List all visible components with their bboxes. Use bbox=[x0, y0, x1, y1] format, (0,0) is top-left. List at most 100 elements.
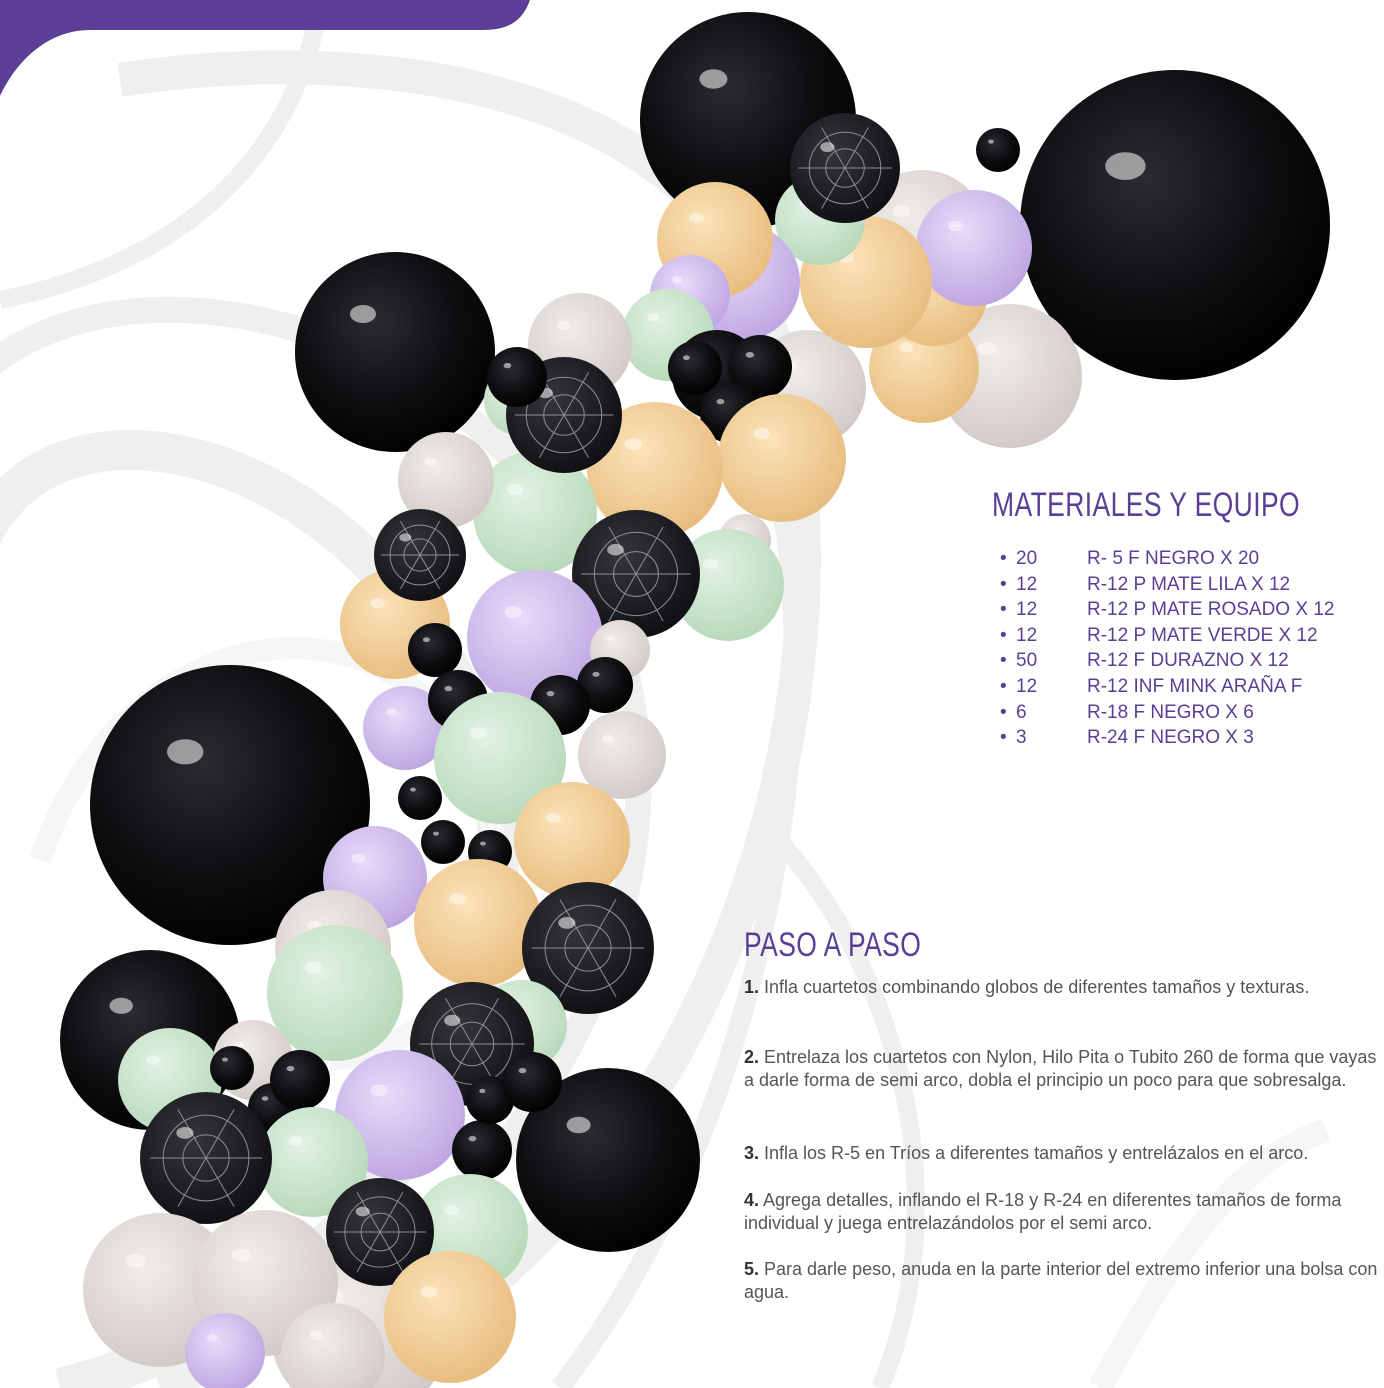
balloon-highlight bbox=[410, 787, 416, 792]
balloon-lilac bbox=[916, 190, 1032, 306]
material-name: R- 5 F NEGRO X 20 bbox=[1087, 548, 1260, 569]
balloon-highlight bbox=[947, 220, 963, 232]
balloon-grey bbox=[578, 711, 666, 799]
balloon-highlight bbox=[518, 1067, 527, 1074]
step-number: 1. bbox=[744, 977, 760, 997]
material-qty: 50 bbox=[1016, 650, 1038, 672]
balloon-highlight bbox=[504, 606, 522, 619]
balloon-black bbox=[466, 1076, 514, 1124]
balloon-black bbox=[577, 657, 633, 713]
balloon-mint bbox=[258, 1107, 368, 1217]
balloon-highlight bbox=[386, 708, 398, 716]
balloon-highlight bbox=[146, 1055, 161, 1065]
balloon-lilac bbox=[335, 1050, 465, 1180]
material-qty: 20 bbox=[1016, 548, 1038, 569]
balloon-peach bbox=[718, 394, 846, 522]
bullet-icon: • bbox=[1000, 573, 1007, 595]
balloon-highlight bbox=[433, 831, 439, 836]
step-number: 5. bbox=[744, 1259, 760, 1279]
balloon-garland-photo bbox=[60, 12, 1330, 1388]
balloon-highlight bbox=[607, 543, 624, 556]
material-name: R-12 P MATE LILA X 12 bbox=[1087, 573, 1291, 595]
balloon-highlight bbox=[682, 355, 690, 361]
balloon-highlight bbox=[470, 727, 488, 739]
balloon-lilac bbox=[185, 1313, 265, 1388]
material-qty: 12 bbox=[1016, 599, 1038, 621]
balloon-highlight bbox=[420, 1286, 438, 1298]
bullet-icon: • bbox=[1000, 624, 1007, 646]
balloon-mint bbox=[473, 451, 597, 575]
materials-list: • 20 R- 5 F NEGRO X 20 • 12 R-12 P MATE LILA … bbox=[1000, 546, 1334, 751]
balloon-grey bbox=[938, 304, 1082, 448]
balloon-highlight bbox=[699, 69, 728, 89]
step-number: 4. bbox=[744, 1190, 760, 1210]
balloon-black bbox=[502, 1052, 562, 1112]
material-qty: 3 bbox=[1016, 727, 1027, 749]
balloon-highlight bbox=[304, 961, 323, 974]
balloon-highlight bbox=[424, 457, 437, 467]
balloon-highlight bbox=[556, 320, 571, 330]
balloon-highlight bbox=[286, 1065, 295, 1072]
balloon-highlight bbox=[479, 1088, 486, 1094]
balloon-highlight bbox=[109, 997, 133, 1014]
material-qty: 12 bbox=[1016, 624, 1038, 646]
balloon-highlight bbox=[399, 533, 412, 542]
balloon-highlight bbox=[167, 739, 204, 765]
bullet-icon: • bbox=[1000, 650, 1007, 672]
balloon-highlight bbox=[125, 1253, 146, 1268]
bullet-icon: • bbox=[1000, 675, 1007, 697]
balloon-black bbox=[487, 347, 547, 407]
balloon-black bbox=[1020, 70, 1330, 380]
balloon-highlight bbox=[355, 1206, 370, 1217]
balloon-highlight bbox=[288, 1136, 303, 1147]
balloon-highlight bbox=[449, 892, 466, 905]
balloon-highlight bbox=[370, 1084, 388, 1097]
balloon-black bbox=[516, 1068, 700, 1252]
balloon-black bbox=[398, 776, 442, 820]
balloon-highlight bbox=[745, 351, 754, 358]
step-text: Infla los R-5 en Tríos a diferentes tama… bbox=[759, 1143, 1309, 1163]
step-1: 1. Infla cuartetos combinando globos de … bbox=[744, 976, 1384, 999]
balloon-highlight bbox=[624, 438, 642, 451]
bullet-icon: • bbox=[1000, 701, 1007, 723]
step-2: 2. Entrelaza los cuartetos con Nylon, Hi… bbox=[744, 1046, 1384, 1092]
bullet-icon: • bbox=[1000, 727, 1007, 749]
balloon-black bbox=[408, 623, 462, 677]
balloon-black bbox=[728, 335, 792, 399]
balloon-highlight bbox=[444, 685, 453, 692]
step-text: Agrega detalles, inflando el R-18 y R-24… bbox=[744, 1190, 1342, 1233]
balloon-black bbox=[421, 820, 465, 864]
header-band bbox=[0, 0, 530, 96]
balloon-highlight bbox=[176, 1127, 194, 1139]
balloon-highlight bbox=[592, 671, 600, 677]
balloon-black bbox=[270, 1050, 330, 1110]
balloon-peach bbox=[384, 1251, 516, 1383]
material-qty: 12 bbox=[1016, 573, 1038, 595]
balloon-highlight bbox=[468, 1135, 477, 1142]
material-item: • 3 R-24 F NEGRO X 3 bbox=[1000, 725, 1334, 751]
balloon-highlight bbox=[422, 637, 430, 643]
material-name: R-12 INF MINK ARAÑA F bbox=[1087, 675, 1303, 697]
balloon-highlight bbox=[988, 139, 994, 144]
balloon-black bbox=[668, 341, 722, 395]
balloon-lilac bbox=[363, 686, 447, 770]
balloon-highlight bbox=[507, 483, 524, 495]
material-name: R-12 P MATE VERDE X 12 bbox=[1087, 624, 1318, 646]
balloon-highlight bbox=[672, 276, 683, 284]
balloon-highlight bbox=[647, 313, 660, 322]
spider-web-icon bbox=[798, 127, 892, 209]
balloon-highlight bbox=[1105, 152, 1146, 181]
balloon-highlight bbox=[558, 917, 576, 929]
spider-web-icon bbox=[380, 520, 460, 590]
balloon-lilac bbox=[467, 570, 603, 706]
step-3: 3. Infla los R-5 en Tríos a diferentes t… bbox=[744, 1142, 1384, 1165]
balloon-highlight bbox=[309, 1330, 324, 1340]
balloon-highlight bbox=[702, 558, 718, 569]
material-name: R-24 F NEGRO X 3 bbox=[1087, 727, 1254, 749]
balloon-highlight bbox=[546, 690, 555, 697]
